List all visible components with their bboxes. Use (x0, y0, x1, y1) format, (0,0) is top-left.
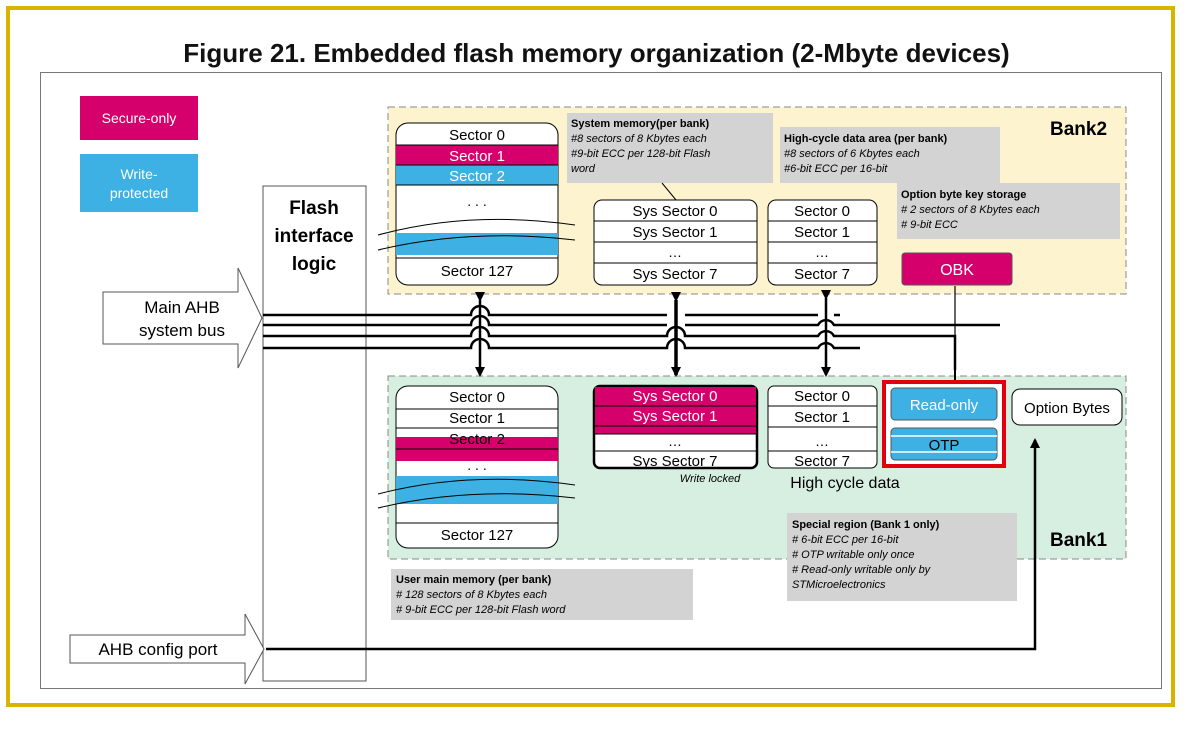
bank2-user-sector-1: Sector 1 (449, 148, 505, 165)
bank2-hc-sector-0: Sector 0 (794, 203, 850, 220)
option-bytes-box (1011, 388, 1123, 426)
bank2-user-sector-127: Sector 127 (441, 263, 514, 280)
flash-interface-line3: logic (292, 254, 337, 275)
ahb-config-arrow (69, 613, 265, 685)
write-locked-label: Write locked (680, 473, 741, 485)
note-high-cycle-l1: #8 sectors of 6 Kbytes each (784, 148, 920, 160)
bank2-hc-sector-7: Sector 7 (794, 266, 850, 283)
bank1-user-dots: . . . (467, 457, 486, 473)
note-high-cycle-title: High-cycle data area (per bank) (784, 133, 948, 145)
bank1-hc-sector-0: Sector 0 (794, 388, 850, 405)
bank2-hc-sector-1: Sector 1 (794, 224, 850, 241)
note-obk-storage-l1: # 2 sectors of 8 Kbytes each (901, 204, 1040, 216)
read-only-box (890, 387, 998, 421)
note-system-memory-leader (661, 182, 677, 201)
flash-interface-line1: Flash (289, 198, 339, 219)
bank1-user-sector-2: Sector 2 (449, 431, 505, 448)
bank2-sys-sector-0: Sys Sector 0 (632, 203, 717, 220)
legend-protected-swatch (80, 154, 198, 212)
note-system-memory-title: System memory(per bank) (571, 118, 709, 130)
bank2-sys-dots: … (668, 244, 682, 260)
obk-box (901, 252, 1013, 286)
note-special (787, 513, 1017, 601)
otp-label: OTP (929, 437, 960, 454)
bank2-user-dots: . . . (467, 193, 486, 209)
note-system-memory-l1: #8 sectors of 8 Kbytes each (571, 133, 707, 145)
bank1-sys-memory (592, 384, 759, 470)
flash-interface-box (262, 185, 367, 682)
bank1-user-sector-127: Sector 127 (441, 527, 514, 544)
note-user-main (391, 569, 693, 620)
obk-label: OBK (940, 262, 974, 279)
note-high-cycle-l2: #6-bit ECC per 16-bit (784, 163, 888, 175)
bank1-sys-sector-0: Sys Sector 0 (632, 388, 717, 405)
diagram-border (40, 72, 1162, 689)
note-system-memory-l3: word (571, 163, 596, 175)
note-obk-storage-title: Option byte key storage (901, 189, 1026, 201)
bank1-user-sector-1: Sector 1 (449, 410, 505, 427)
bank2-user-sector-2: Sector 2 (449, 168, 505, 185)
figure-frame (6, 6, 1175, 707)
note-special-l1: # 6-bit ECC per 16-bit (792, 534, 899, 546)
note-special-l4: STMicroelectronics (792, 579, 886, 591)
read-only-label: Read-only (910, 397, 979, 414)
note-user-main-l1: # 128 sectors of 8 Kbytes each (396, 589, 547, 601)
bank1-hc-sector-1: Sector 1 (794, 409, 850, 426)
main-ahb-arrow (102, 267, 263, 369)
bank1-sys-dots: … (668, 433, 682, 449)
legend-secure-label: Secure-only (102, 110, 177, 126)
bank-links (475, 290, 831, 377)
legend-protected-label-1: Write- (120, 166, 157, 182)
otp-box (890, 427, 998, 461)
option-bytes-label: Option Bytes (1024, 400, 1110, 417)
flash-interface-line2: interface (274, 226, 353, 247)
note-user-main-title: User main memory (per bank) (396, 574, 552, 586)
bank2-sys-sector-7: Sys Sector 7 (632, 266, 717, 283)
bank2-sys-memory (593, 199, 758, 286)
note-system-memory-l2: #9-bit ECC per 128-bit Flash (571, 148, 710, 160)
note-special-l3: # Read-only writable only by (792, 564, 932, 576)
bank1-sys-sector-1: Sys Sector 1 (632, 408, 717, 425)
bank2-hc-dots: … (815, 244, 829, 260)
main-ahb-line2: system bus (139, 321, 225, 340)
main-ahb-line1: Main AHB (144, 298, 220, 317)
bank1-hc-sector-7: Sector 7 (794, 453, 850, 470)
bank1-hc-dots: … (815, 433, 829, 449)
bank1-user-memory (377, 385, 576, 549)
note-special-l2: # OTP writable only once (792, 549, 914, 561)
legend-protected-label-2: protected (110, 185, 168, 201)
figure-title: Figure 21. Embedded flash memory organiz… (183, 38, 1010, 68)
high-cycle-data-label: High cycle data (790, 475, 899, 492)
note-user-main-l2: # 9-bit ECC per 128-bit Flash word (396, 604, 566, 616)
ahb-config-label: AHB config port (98, 640, 217, 659)
bank1-high-cycle (767, 385, 878, 469)
bank1-label: Bank1 (1050, 530, 1107, 551)
config-to-option-bytes (266, 438, 1040, 651)
note-special-title: Special region (Bank 1 only) (792, 519, 940, 531)
legend-secure-swatch (80, 96, 198, 140)
bus-lines (263, 304, 1000, 370)
note-obk-storage-l2: # 9-bit ECC (901, 219, 958, 231)
bank2-label: Bank2 (1050, 119, 1107, 140)
note-high-cycle (780, 127, 1000, 183)
bank2-high-cycle (767, 199, 878, 286)
bank1-user-sector-0: Sector 0 (449, 389, 505, 406)
note-system-memory (567, 113, 773, 183)
note-obk-storage (897, 183, 1120, 239)
bank2-sys-sector-1: Sys Sector 1 (632, 224, 717, 241)
bank2-user-sector-0: Sector 0 (449, 127, 505, 144)
bank2-user-memory (377, 122, 576, 286)
bank1-sys-sector-7: Sys Sector 7 (632, 453, 717, 470)
